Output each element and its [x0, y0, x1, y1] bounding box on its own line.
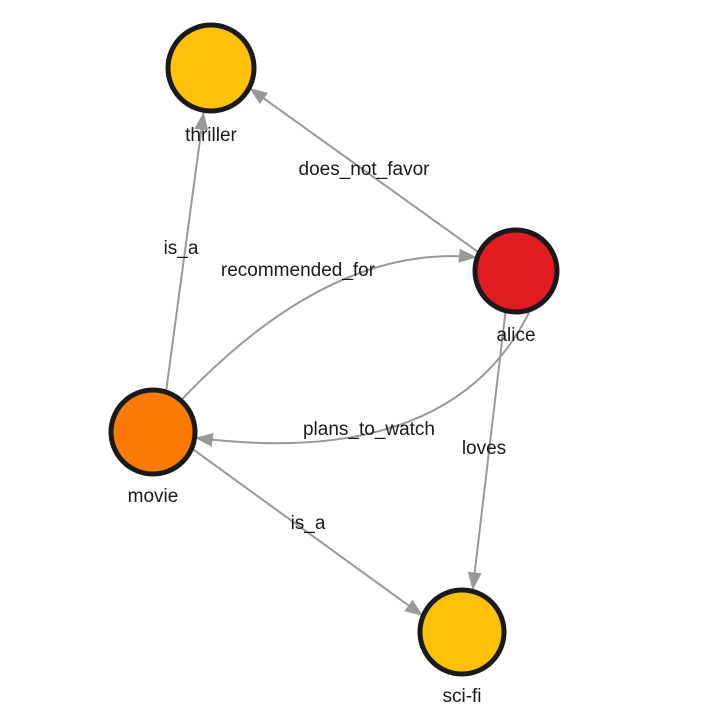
edge-label-loves: loves	[462, 438, 506, 459]
edge-alice-does_not_favor-thriller[interactable]	[249, 87, 481, 254]
node-circle-movie[interactable]	[108, 387, 198, 477]
node-label-thriller: thriller	[185, 125, 237, 146]
node-thriller[interactable]: thriller	[165, 22, 257, 146]
edge-alice-plans_to_watch-movie[interactable]	[194, 310, 531, 447]
node-label-alice: alice	[496, 325, 535, 346]
node-sci-fi[interactable]: sci-fi	[417, 587, 507, 707]
edge-label-is_a-thriller: is_a	[164, 238, 199, 259]
node-circle-sci-fi[interactable]	[417, 587, 507, 677]
edge-label-plans_to_watch: plans_to_watch	[303, 419, 435, 440]
nodes-layer: thriller alice movie sci-fi	[108, 22, 560, 707]
edge-movie-is_a-sci-fi[interactable]	[191, 447, 424, 617]
edge-alice-loves-sci-fi[interactable]	[467, 310, 507, 591]
edge-label-recommended_for: recommended_for	[221, 260, 376, 281]
edges-layer	[165, 87, 531, 617]
node-label-sci-fi: sci-fi	[442, 686, 481, 707]
edge-movie-recommended_for-alice[interactable]	[179, 248, 477, 402]
node-circle-thriller[interactable]	[165, 22, 257, 114]
edge-labels-layer: does_not_favor is_a recommended_for plan…	[164, 159, 507, 534]
node-circle-alice[interactable]	[472, 227, 560, 315]
node-alice[interactable]: alice	[472, 227, 560, 346]
node-label-movie: movie	[128, 486, 179, 507]
edge-label-does_not_favor: does_not_favor	[299, 159, 431, 180]
edge-movie-is_a-thriller[interactable]	[165, 111, 209, 391]
edge-label-is_a-scifi: is_a	[291, 513, 326, 534]
node-movie[interactable]: movie	[108, 387, 198, 507]
